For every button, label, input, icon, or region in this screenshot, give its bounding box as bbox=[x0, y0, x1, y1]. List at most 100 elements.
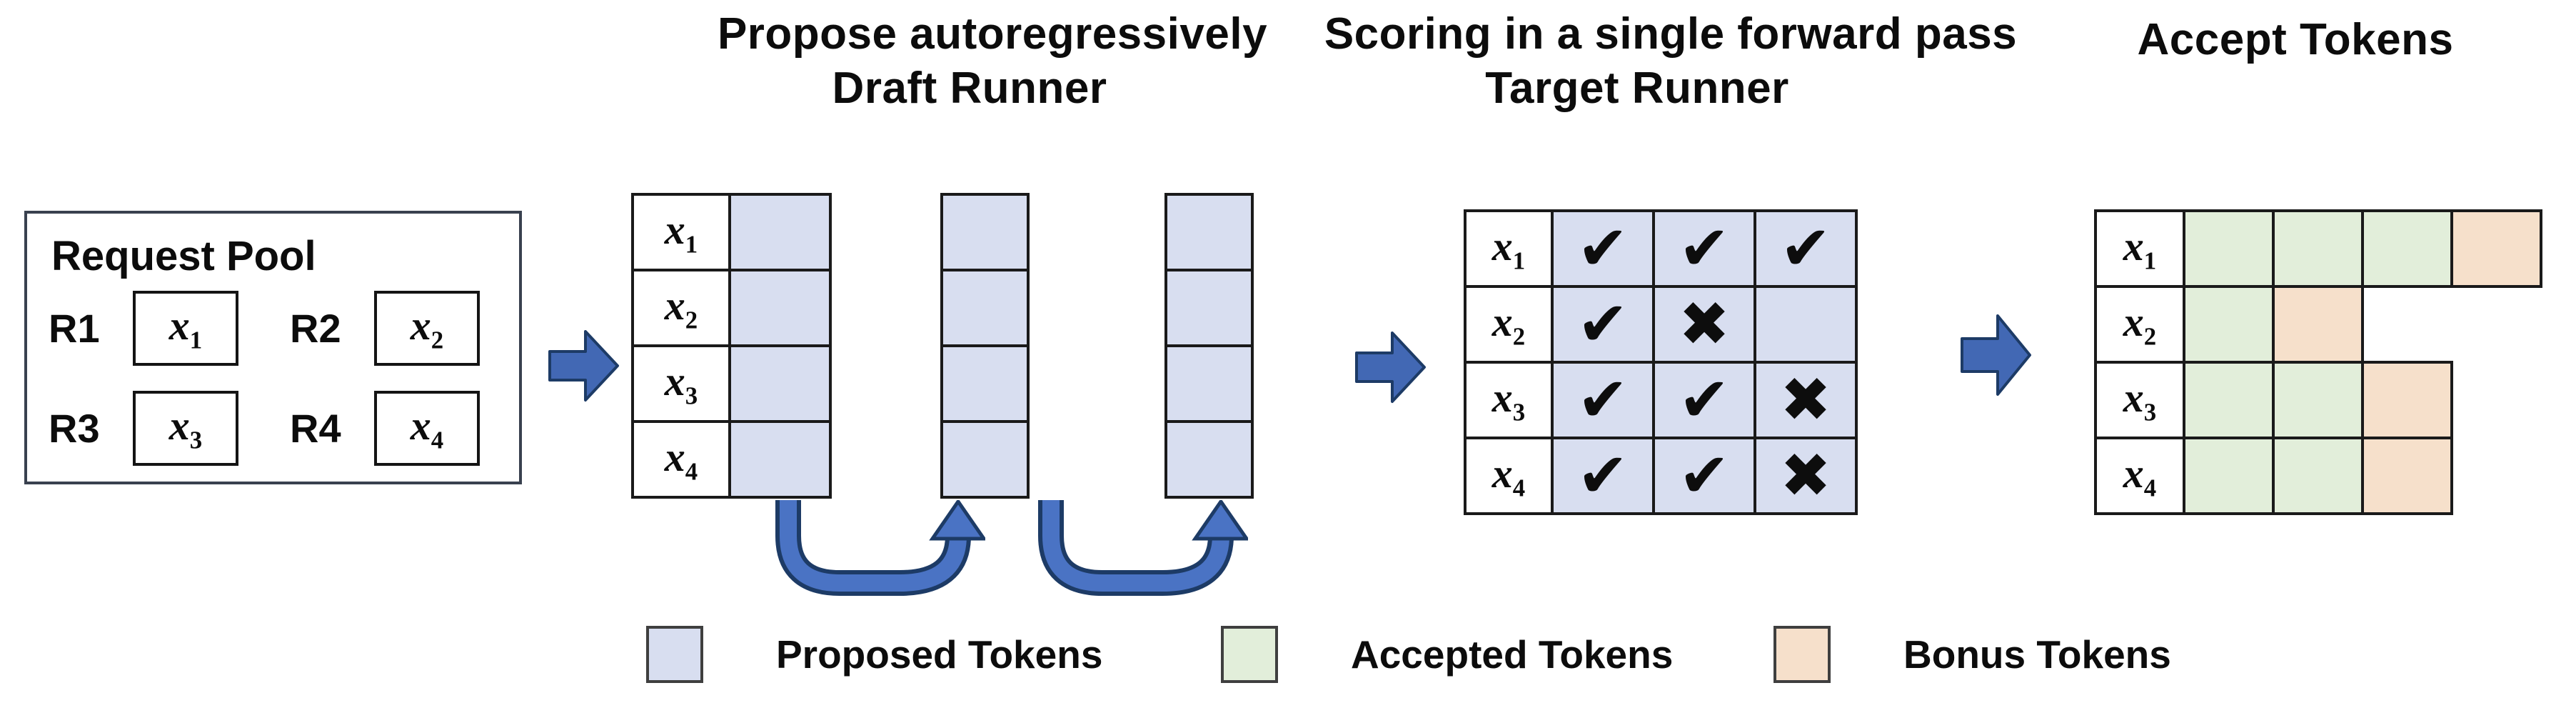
request-pool-title: Request Pool bbox=[51, 233, 316, 279]
legend-label: Accepted Tokens bbox=[1351, 632, 1674, 677]
table-row: x2 bbox=[2094, 285, 2541, 364]
check-icon: ✔ bbox=[1754, 209, 1858, 288]
token-label: x3 bbox=[1491, 374, 1526, 427]
row-label-cell: x3 bbox=[1464, 361, 1554, 439]
accepted-token-cell bbox=[2183, 361, 2275, 439]
token-label: x2 bbox=[664, 281, 698, 334]
table-row bbox=[1164, 344, 1254, 423]
row-label-cell: x2 bbox=[631, 269, 731, 347]
table-row bbox=[1164, 269, 1254, 347]
request-item-r3: R3 x3 bbox=[49, 391, 238, 466]
table-row: x1 bbox=[2094, 209, 2542, 288]
flow-arrow-icon bbox=[548, 330, 619, 402]
draft-runner-subheading: Draft Runner bbox=[832, 64, 1107, 113]
row-label-cell: x1 bbox=[2094, 209, 2185, 288]
request-item-r4: R4 x4 bbox=[290, 391, 480, 466]
legend-item-proposed: Proposed Tokens bbox=[646, 623, 1102, 686]
table-row bbox=[1164, 420, 1254, 499]
accepted-tokens-table: x1 x2 x3 x4 bbox=[2094, 209, 2542, 515]
token-label: x1 bbox=[1491, 222, 1526, 275]
table-row: x2 ✔✖ bbox=[1464, 285, 1858, 364]
flow-arrow-icon bbox=[1961, 314, 2031, 396]
table-row: x3 bbox=[2094, 361, 2541, 439]
legend-label: Proposed Tokens bbox=[776, 632, 1103, 677]
token-label: x4 bbox=[2123, 449, 2157, 502]
request-item-r2: R2 x2 bbox=[290, 291, 480, 366]
token-label: x1 bbox=[664, 206, 698, 259]
token-label: x4 bbox=[410, 402, 444, 454]
request-item-r1: R1 x1 bbox=[49, 291, 238, 366]
proposed-token-cell bbox=[940, 344, 1030, 423]
token-label: x1 bbox=[168, 302, 203, 354]
row-label-cell: x1 bbox=[1464, 209, 1554, 288]
autoregressive-loop-arrow-icon bbox=[1038, 500, 1248, 596]
row-label-cell: x1 bbox=[631, 193, 731, 271]
bonus-token-cell bbox=[2450, 209, 2542, 288]
proposed-token-cell bbox=[1164, 344, 1254, 423]
table-row: x3✔✔✖ bbox=[1464, 361, 1858, 439]
row-label-cell: x2 bbox=[1464, 285, 1554, 364]
token-box: x4 bbox=[374, 391, 480, 466]
token-label: x4 bbox=[664, 433, 698, 486]
request-label: R1 bbox=[49, 306, 100, 351]
check-icon: ✔ bbox=[1551, 209, 1655, 288]
token-label: x2 bbox=[1491, 298, 1526, 351]
request-label: R4 bbox=[290, 406, 341, 451]
legend-label: Bonus Tokens bbox=[1903, 632, 2171, 677]
proposed-token-cell bbox=[940, 420, 1030, 499]
accepted-token-cell bbox=[2183, 437, 2275, 515]
accepted-token-cell bbox=[2183, 209, 2275, 288]
request-label: R2 bbox=[290, 306, 341, 351]
check-icon: ✔ bbox=[1551, 437, 1655, 515]
check-icon: ✔ bbox=[1652, 361, 1756, 439]
table-row: x2 bbox=[631, 269, 832, 347]
check-icon: ✔ bbox=[1551, 361, 1655, 439]
empty-score-cell bbox=[1754, 285, 1858, 364]
proposed-token-cell bbox=[1164, 193, 1254, 271]
table-row bbox=[940, 193, 1030, 271]
accepted-token-cell bbox=[2272, 209, 2364, 288]
cross-icon: ✖ bbox=[1754, 437, 1858, 515]
table-row bbox=[1164, 193, 1254, 271]
flow-arrow-icon bbox=[1355, 331, 1426, 403]
request-label: R3 bbox=[49, 406, 100, 451]
token-label: x2 bbox=[2123, 298, 2157, 351]
draft-proposal-column-2 bbox=[940, 193, 1030, 499]
accepted-token-cell bbox=[2361, 209, 2453, 288]
token-label: x3 bbox=[664, 357, 698, 410]
draft-proposal-table: x1 x2 x3 x4 bbox=[631, 193, 832, 499]
cross-icon: ✖ bbox=[1754, 361, 1858, 439]
target-runner-subheading: Target Runner bbox=[1485, 64, 1789, 113]
row-label-cell: x3 bbox=[2094, 361, 2185, 439]
target-section-heading: Scoring in a single forward pass bbox=[1324, 9, 2018, 59]
token-box: x3 bbox=[133, 391, 238, 466]
token-label: x3 bbox=[2123, 374, 2157, 427]
autoregressive-loop-arrow-icon bbox=[775, 500, 985, 596]
check-icon: ✔ bbox=[1551, 285, 1655, 364]
accept-section-heading: Accept Tokens bbox=[2137, 15, 2454, 64]
bonus-token-swatch bbox=[1773, 626, 1831, 683]
row-label-cell: x3 bbox=[631, 344, 731, 423]
proposed-token-cell bbox=[728, 193, 832, 271]
check-icon: ✔ bbox=[1652, 209, 1756, 288]
request-pool-box: Request Pool R1 x1 R2 x2 R3 x3 R4 x4 bbox=[24, 211, 522, 484]
accepted-token-swatch bbox=[1221, 626, 1278, 683]
proposed-token-cell bbox=[728, 269, 832, 347]
proposed-token-cell bbox=[1164, 420, 1254, 499]
table-row bbox=[940, 344, 1030, 423]
row-label-cell: x4 bbox=[2094, 437, 2185, 515]
proposed-token-cell bbox=[940, 193, 1030, 271]
proposed-token-cell bbox=[728, 420, 832, 499]
token-box: x2 bbox=[374, 291, 480, 366]
accepted-token-cell bbox=[2272, 361, 2364, 439]
check-icon: ✔ bbox=[1652, 437, 1756, 515]
table-row: x1✔✔✔ bbox=[1464, 209, 1858, 288]
draft-proposal-column-3 bbox=[1164, 193, 1254, 499]
draft-section-heading: Propose autoregressively bbox=[717, 9, 1268, 59]
bonus-token-cell bbox=[2361, 361, 2453, 439]
accepted-token-cell bbox=[2183, 285, 2275, 364]
accepted-token-cell bbox=[2272, 437, 2364, 515]
token-box: x1 bbox=[133, 291, 238, 366]
cross-icon: ✖ bbox=[1652, 285, 1756, 364]
